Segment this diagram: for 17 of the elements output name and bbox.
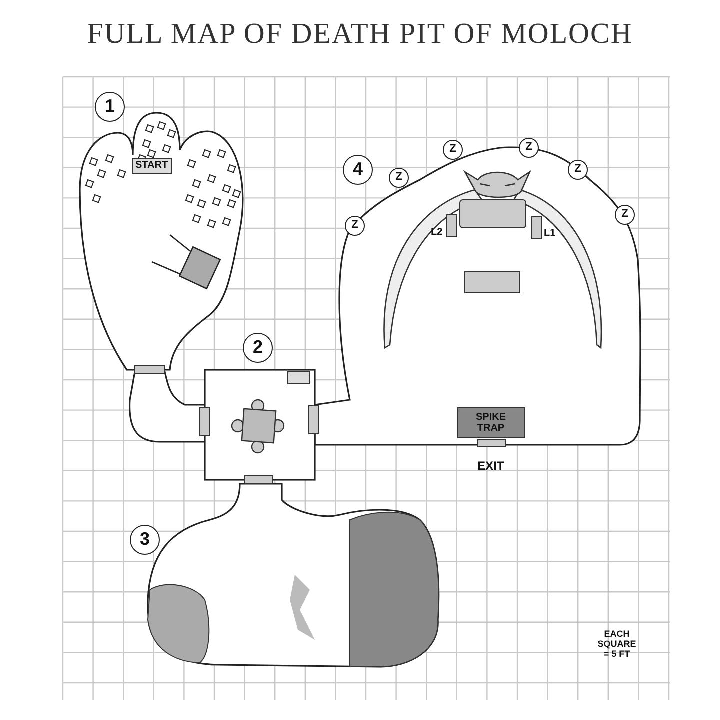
enemy-marker: Z: [345, 216, 365, 236]
start-label: START: [132, 158, 172, 174]
map-title: FULL MAP OF DEATH PIT OF MOLOCH: [86, 18, 634, 51]
enemy-marker: Z: [443, 140, 463, 160]
enemy-marker: Z: [568, 160, 588, 180]
enemy-marker: Z: [389, 168, 409, 188]
trap-label: SPIKE TRAP: [474, 412, 507, 434]
scale-note: EACH SQUARE = 5 FT: [596, 630, 638, 660]
callout-number: 2: [243, 333, 273, 363]
callout-number: 3: [130, 525, 160, 555]
exit-label: EXIT: [478, 460, 504, 472]
lever-label: L2: [431, 228, 443, 238]
callout-number: 4: [343, 155, 373, 185]
callout-number: 1: [95, 92, 125, 122]
enemy-marker: Z: [615, 205, 635, 225]
lever-label: L1: [544, 229, 556, 239]
enemy-marker: Z: [519, 138, 539, 158]
